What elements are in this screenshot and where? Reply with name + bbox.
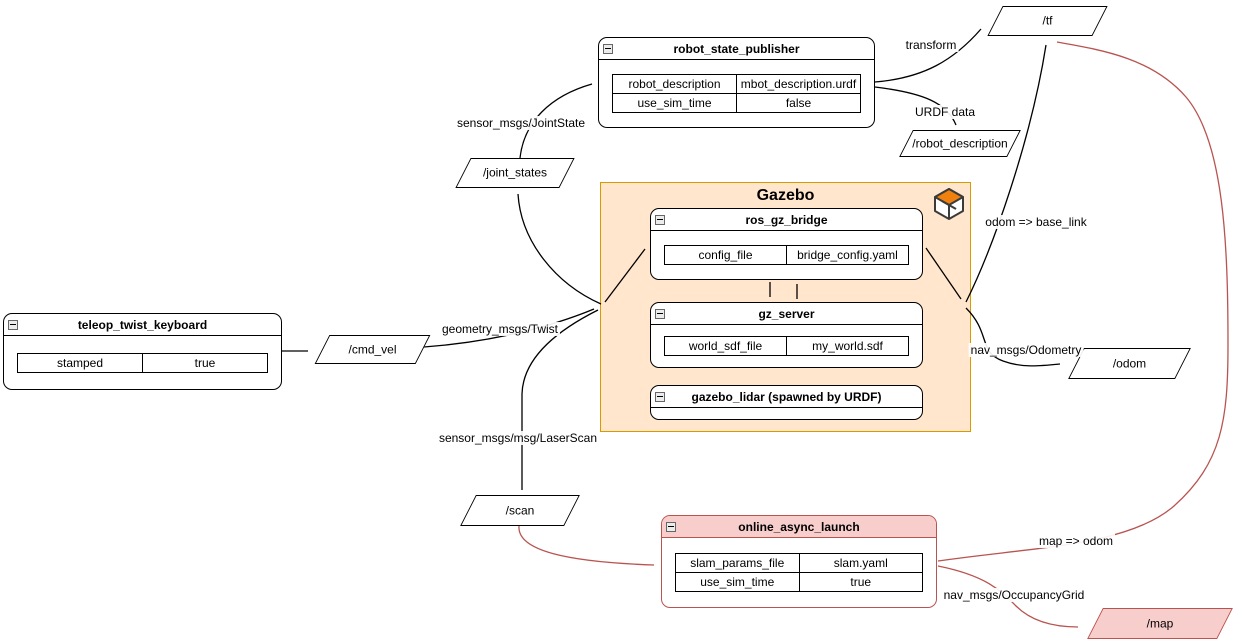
edge-bridge-right-bidir (925, 247, 962, 300)
edge-slam-to-map (937, 565, 1079, 628)
edge-gazebo-to-odom (965, 307, 1061, 367)
edge-label-occupancygrid[interactable]: nav_msgs/OccupancyGrid (941, 588, 1087, 602)
node-title: ros_gz_bridge (745, 213, 828, 227)
collapse-icon[interactable] (655, 391, 665, 402)
node-title: gazebo_lidar (spawned by URDF) (691, 390, 882, 404)
param-row: world_sdf_file my_world.sdf (664, 336, 909, 356)
param-value: mbot_description.urdf (736, 74, 861, 94)
param-value: slam.yaml (798, 553, 923, 573)
edge-scan-to-slam (518, 525, 655, 566)
collapse-icon[interactable] (666, 521, 676, 532)
param-key: use_sim_time (675, 572, 800, 592)
edge-label-laserscan[interactable]: sensor_msgs/msg/LaserScan (436, 431, 600, 445)
collapse-icon[interactable] (655, 214, 665, 225)
topic-scan[interactable]: /scan (458, 495, 582, 526)
param-key: stamped (17, 352, 143, 373)
collapse-icon[interactable] (655, 308, 665, 319)
node-ros-gz-bridge[interactable]: ros_gz_bridge config_file bridge_config.… (650, 208, 923, 280)
param-key: config_file (664, 245, 787, 265)
node-gz-server[interactable]: gz_server world_sdf_file my_world.sdf (650, 302, 923, 368)
edge-label-odom-baselink[interactable]: odom => base_link (983, 215, 1089, 229)
gazebo-logo-icon (934, 188, 964, 220)
param-key: use_sim_time (612, 93, 737, 113)
topic-map[interactable]: /map (1085, 608, 1235, 639)
edge-label-map-odom[interactable]: map => odom (1036, 534, 1116, 548)
param-row: slam_params_file slam.yaml (675, 553, 923, 573)
collapse-icon[interactable] (603, 43, 613, 54)
gazebo-group-title: Gazebo (756, 187, 815, 204)
param-value: true (798, 572, 923, 592)
edge-rsp-to-tf (874, 28, 982, 83)
param-value: my_world.sdf (786, 336, 909, 356)
param-row: stamped true (17, 352, 268, 373)
param-key: slam_params_file (675, 553, 800, 573)
topic-odom[interactable]: /odom (1066, 348, 1193, 379)
edge-jointstates-to-rsp (519, 83, 593, 159)
param-value: bridge_config.yaml (786, 245, 909, 265)
param-key: world_sdf_file (664, 336, 787, 356)
node-title: robot_state_publisher (673, 42, 800, 56)
node-gazebo-lidar[interactable]: gazebo_lidar (spawned by URDF) (650, 385, 923, 420)
node-title: teleop_twist_keyboard (77, 318, 208, 332)
node-title: gz_server (758, 307, 815, 321)
edge-label-urdf-data[interactable]: URDF data (912, 105, 978, 119)
edge-gazebo-to-tf (965, 44, 1047, 303)
param-row: robot_description mbot_description.urdf (612, 74, 861, 94)
param-row: config_file bridge_config.yaml (664, 245, 909, 265)
node-teleop-twist-keyboard[interactable]: teleop_twist_keyboard stamped true (3, 313, 282, 390)
node-robot-state-publisher[interactable]: robot_state_publisher robot_description … (598, 37, 875, 128)
topic-joint-states[interactable]: /joint_states (453, 158, 577, 188)
node-online-async-launch[interactable]: online_async_launch slam_params_file sla… (661, 515, 937, 608)
node-title: online_async_launch (738, 520, 860, 534)
edge-label-twist[interactable]: geometry_msgs/Twist (439, 322, 561, 336)
param-row: use_sim_time true (675, 572, 923, 592)
collapse-icon[interactable] (8, 319, 18, 330)
edge-label-transform[interactable]: transform (903, 38, 959, 52)
edge-slam-to-tf (937, 41, 1229, 562)
param-row: use_sim_time false (612, 93, 861, 113)
param-value: true (142, 352, 268, 373)
topic-robot-description[interactable]: /robot_description (896, 130, 1024, 157)
edge-gazebo-to-jointstates (517, 193, 602, 305)
edge-gazebo-to-scan (521, 309, 599, 490)
edge-label-odometry[interactable]: nav_msgs/Odometry (968, 343, 1084, 357)
edge-bridge-left-bidir (604, 248, 646, 303)
topic-cmd-vel[interactable]: /cmd_vel (312, 335, 433, 364)
topic-tf[interactable]: /tf (985, 6, 1110, 36)
param-key: robot_description (612, 74, 737, 94)
edge-label-jointstate[interactable]: sensor_msgs/JointState (454, 116, 588, 130)
param-value: false (736, 93, 861, 113)
